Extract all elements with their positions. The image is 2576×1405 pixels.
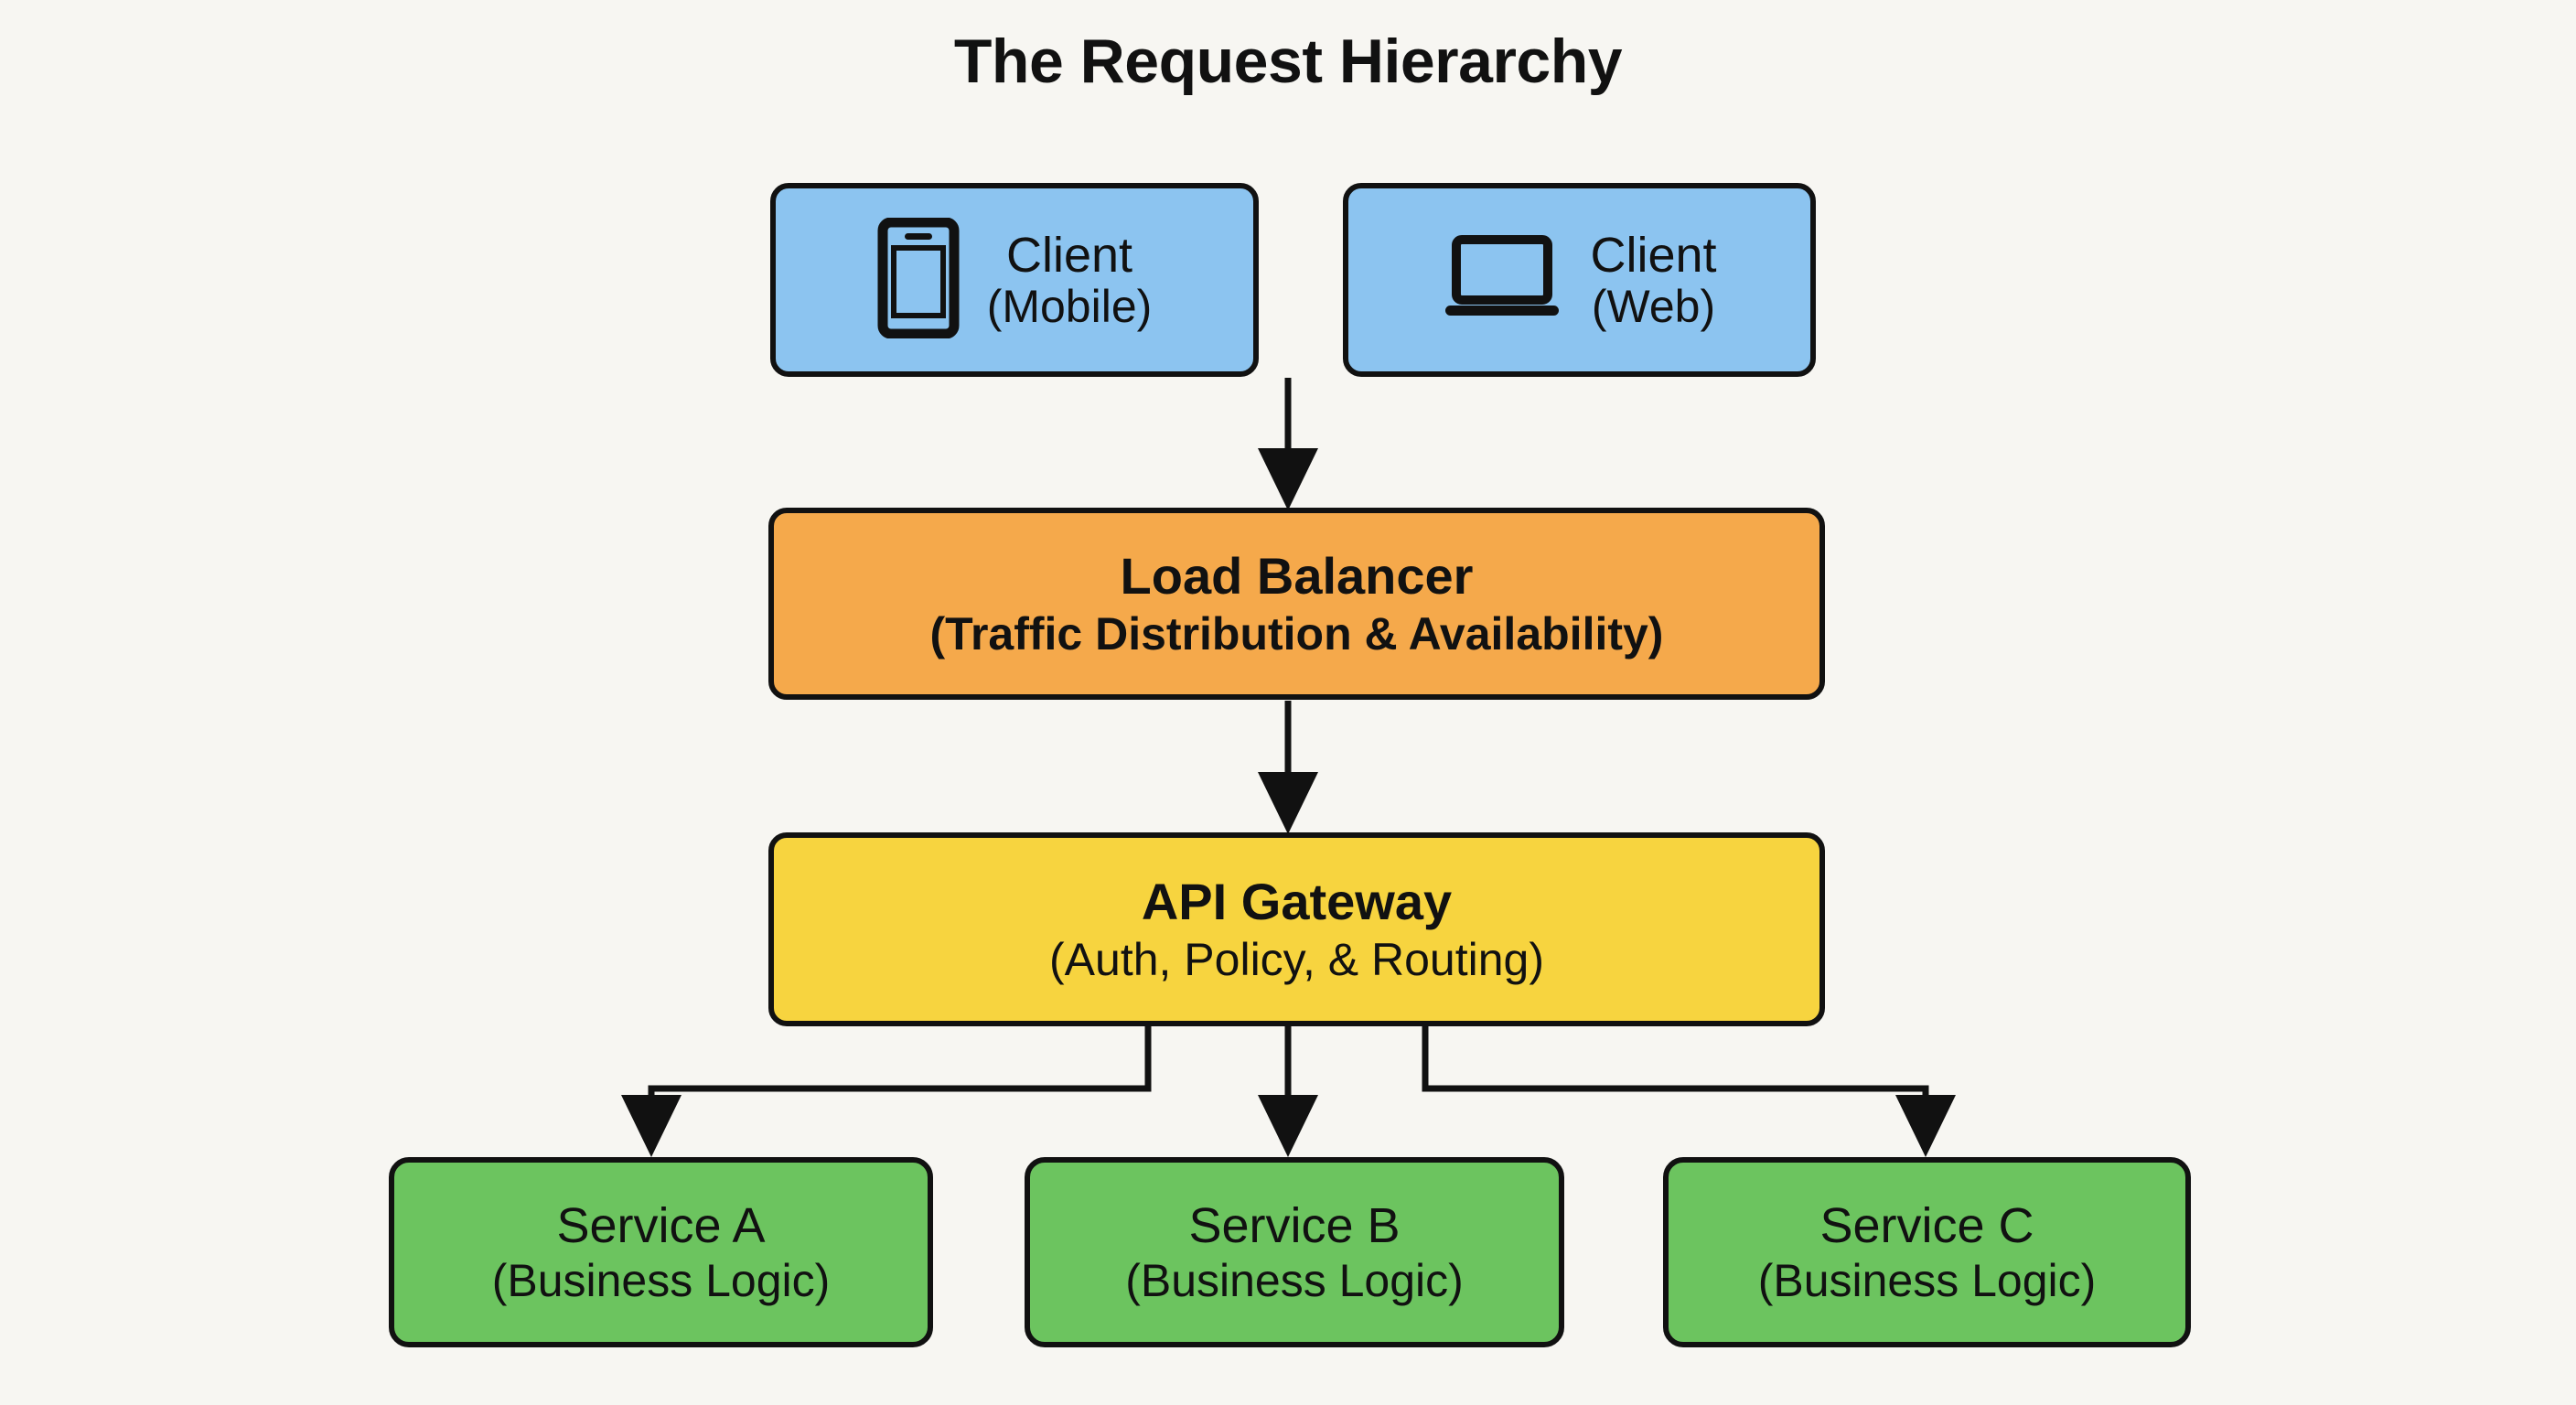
edge-clients-to-load-balancer — [1258, 378, 1318, 510]
node-service-c[interactable]: Service C (Business Logic) — [1663, 1157, 2191, 1347]
api-gateway-subtitle: (Auth, Policy, & Routing) — [1049, 934, 1544, 986]
client-web-text: Client (Web) — [1590, 227, 1717, 333]
laptop-icon — [1442, 231, 1562, 329]
edge-load-balancer-to-api-gateway — [1258, 701, 1318, 834]
load-balancer-title: Load Balancer — [1120, 546, 1474, 605]
edge-api-gateway-to-service-a — [621, 1026, 1152, 1157]
client-mobile-subtitle: (Mobile) — [986, 281, 1153, 333]
service-a-title: Service A — [556, 1197, 766, 1253]
node-client-mobile[interactable]: Client (Mobile) — [770, 183, 1259, 377]
service-c-subtitle: (Business Logic) — [1757, 1255, 2097, 1307]
edge-api-gateway-to-service-b — [1258, 1026, 1318, 1157]
node-load-balancer[interactable]: Load Balancer (Traffic Distribution & Av… — [768, 508, 1825, 700]
mobile-phone-icon — [877, 217, 960, 342]
node-api-gateway[interactable]: API Gateway (Auth, Policy, & Routing) — [768, 832, 1825, 1026]
api-gateway-title: API Gateway — [1141, 872, 1453, 930]
service-c-title: Service C — [1819, 1197, 2034, 1253]
edge-api-gateway-to-service-c — [1422, 1026, 1956, 1157]
client-web-subtitle: (Web) — [1591, 281, 1716, 333]
page-title: The Request Hierarchy — [953, 27, 1623, 96]
service-a-subtitle: (Business Logic) — [491, 1255, 831, 1307]
client-mobile-title: Client — [1005, 227, 1133, 283]
service-b-title: Service B — [1188, 1197, 1401, 1253]
service-b-subtitle: (Business Logic) — [1125, 1255, 1464, 1307]
client-web-title: Client — [1590, 227, 1717, 283]
node-client-web[interactable]: Client (Web) — [1343, 183, 1816, 377]
node-service-b[interactable]: Service B (Business Logic) — [1025, 1157, 1564, 1347]
client-mobile-text: Client (Mobile) — [986, 227, 1153, 333]
load-balancer-subtitle: (Traffic Distribution & Availability) — [929, 608, 1664, 660]
node-service-a[interactable]: Service A (Business Logic) — [389, 1157, 933, 1347]
